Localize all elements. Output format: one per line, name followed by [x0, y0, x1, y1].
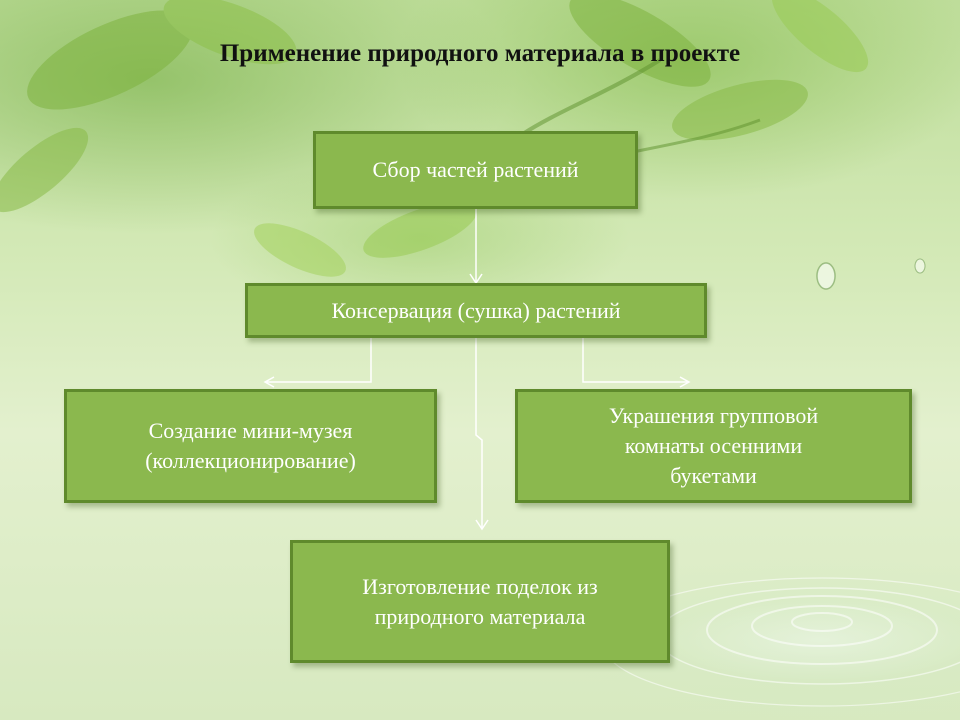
node-crafts-label: Изготовление поделок из природного матер…	[362, 573, 598, 629]
node-museum-label: Создание мини-музея (коллекционирование)	[145, 418, 356, 473]
node-group-room-decor: Украшения групповой комнаты осенними бук…	[515, 389, 912, 503]
node-crafts: Изготовление поделок из природного матер…	[290, 540, 670, 663]
arrow-head-crafts	[475, 519, 489, 531]
connector-conserve-decor	[582, 338, 688, 383]
node-conservation-label: Консервация (сушка) растений	[331, 297, 621, 323]
arrow-head-decor	[679, 376, 691, 388]
connectors	[263, 209, 691, 531]
node-decor-label: Украшения групповой комнаты осенними бук…	[608, 403, 819, 488]
connector-conserve-museum	[266, 338, 372, 383]
node-conservation: Консервация (сушка) растений	[245, 283, 707, 338]
node-collect-label: Сбор частей растений	[372, 157, 579, 182]
connector-conserve-crafts	[475, 338, 483, 528]
slide-title: Применение природного материала в проект…	[219, 40, 741, 67]
node-mini-museum: Создание мини-музея (коллекционирование)	[64, 389, 437, 503]
water-drops	[816, 258, 926, 290]
leaves-decoration	[0, 0, 869, 277]
arrow-head-museum	[263, 376, 275, 388]
node-collect-plant-parts: Сбор частей растений	[313, 131, 638, 209]
